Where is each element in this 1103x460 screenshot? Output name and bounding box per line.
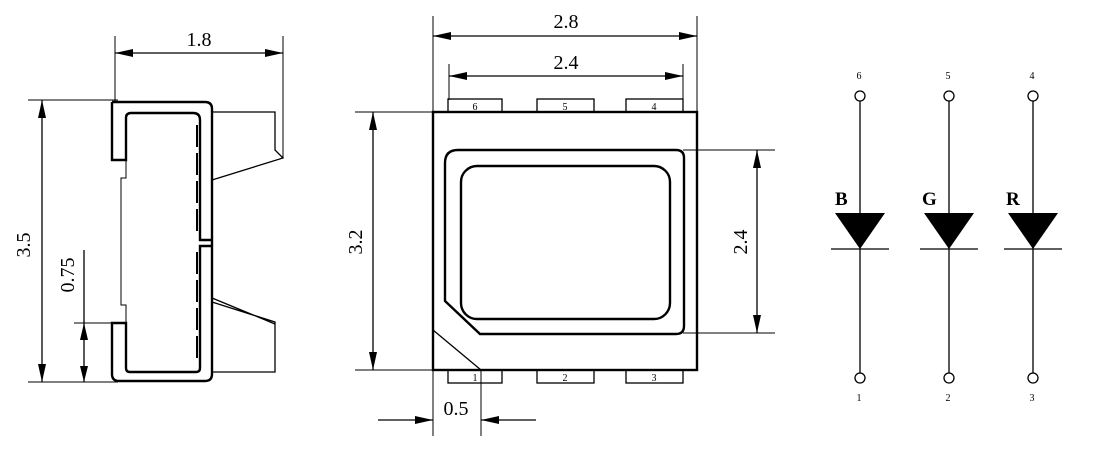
arrow-th-up [369, 112, 377, 130]
side-lens-outline [211, 111, 285, 373]
top-height-label: 3.2 [345, 230, 367, 255]
led-green-diode-symbol [924, 213, 974, 249]
led-green-bottom-pin: 2 [946, 393, 951, 404]
arrow-gap-down [80, 366, 88, 382]
led-red: 4 R 3 [1004, 71, 1062, 404]
arrow-inner-left [449, 72, 467, 80]
top-view: 2.8 2.4 3.2 2.4 0.5 6 5 4 1 [345, 11, 775, 436]
led-blue-bottom-pin: 1 [857, 393, 862, 404]
lens-outer [443, 148, 686, 336]
lens-inner [459, 164, 672, 321]
led-red-bottom-pin: 3 [1030, 393, 1035, 404]
arrow-right [265, 49, 283, 57]
led-blue: 6 B 1 [831, 71, 889, 404]
pad-label-2: 2 [563, 373, 568, 384]
arrow-lh-down [753, 315, 761, 333]
arrow-th-down [369, 352, 377, 370]
side-height-label: 3.5 [13, 233, 35, 258]
lens-height-label: 2.4 [730, 230, 752, 255]
arrow-up [38, 100, 46, 118]
arrow-corner-in-right [481, 416, 499, 424]
schematic: 6 B 1 5 G 2 4 R 3 [831, 71, 1062, 404]
led-blue-cathode-terminal [854, 372, 866, 384]
top-body-outline [431, 110, 699, 372]
side-gap-label: 0.75 [57, 258, 79, 293]
led-blue-label: B [835, 189, 848, 210]
led-green-top-pin: 5 [946, 71, 951, 82]
led-green: 5 G 2 [920, 71, 978, 404]
arrow-gap-up [80, 323, 88, 340]
arrow-inner-right [665, 72, 683, 80]
led-red-diode-symbol [1008, 213, 1058, 249]
pad-label-4: 4 [652, 102, 657, 113]
arrow-corner-in-left [415, 416, 433, 424]
corner-chamfer [432, 329, 482, 371]
pad-label-5: 5 [563, 102, 568, 113]
led-red-cathode-terminal [1027, 372, 1039, 384]
led-blue-top-pin: 6 [857, 71, 862, 82]
top-outer-width-label: 2.8 [554, 11, 579, 33]
led-blue-anode-terminal [854, 90, 866, 102]
led-blue-diode-symbol [835, 213, 885, 249]
side-body-step [120, 160, 127, 323]
side-view: 1.8 3.5 0.75 [13, 29, 285, 383]
led-red-anode-terminal [1027, 90, 1039, 102]
side-body-outline [110, 100, 214, 383]
arrow-down [38, 364, 46, 382]
pad-label-1: 1 [473, 373, 478, 384]
pad-label-6: 6 [473, 102, 478, 113]
led-red-top-pin: 4 [1030, 71, 1035, 82]
led-green-label: G [922, 189, 937, 210]
top-inner-width-label: 2.4 [554, 52, 579, 74]
led-green-cathode-terminal [943, 372, 955, 384]
arrow-outer-right [679, 32, 697, 40]
corner-label: 0.5 [444, 398, 469, 420]
arrow-left [115, 49, 133, 57]
side-width-label: 1.8 [187, 29, 212, 51]
arrow-lh-up [753, 150, 761, 168]
led-green-anode-terminal [943, 90, 955, 102]
pad-label-3: 3 [652, 373, 657, 384]
led-red-label: R [1006, 189, 1020, 210]
arrow-outer-left [433, 32, 451, 40]
